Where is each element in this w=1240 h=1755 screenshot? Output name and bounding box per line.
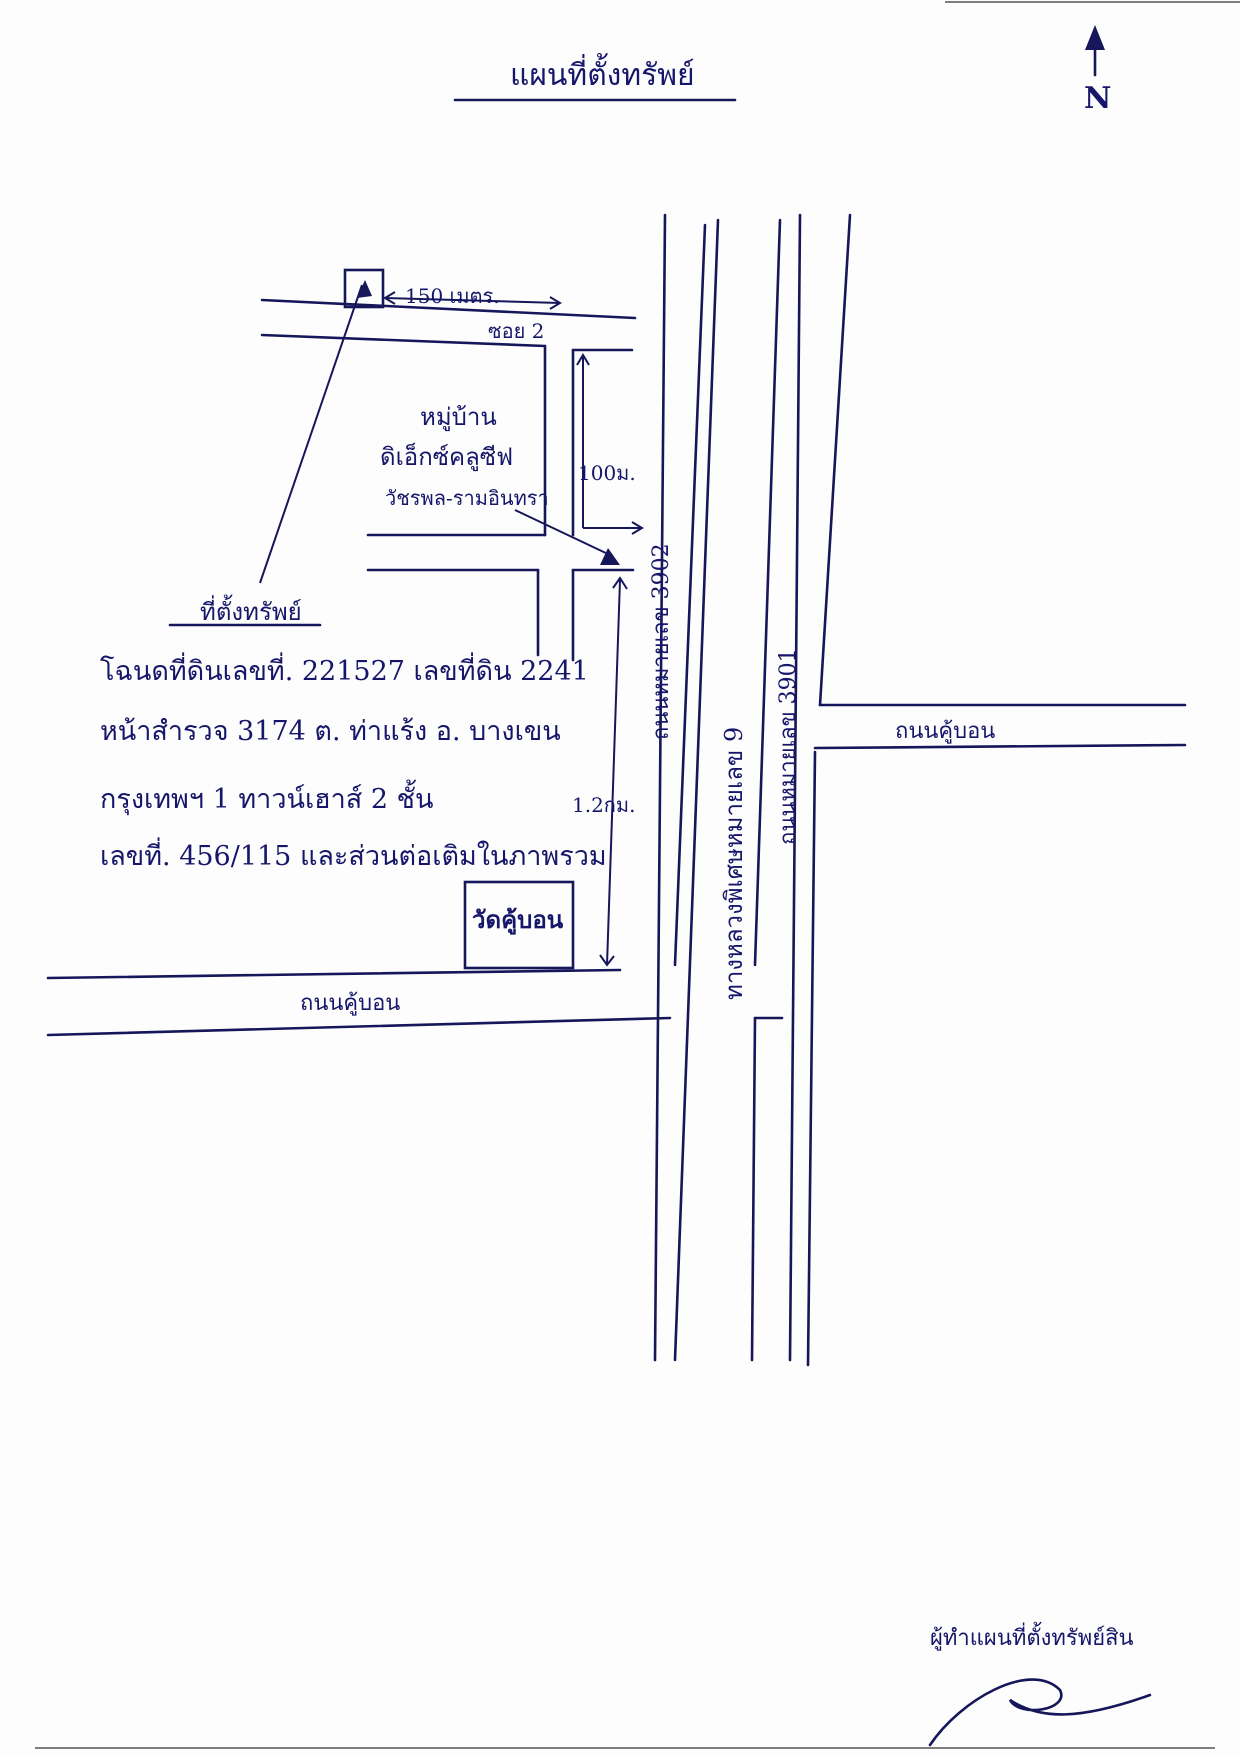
temple-box <box>463 880 575 970</box>
khubon-left-label: ถนนคู้บอน <box>300 991 400 1016</box>
map-title: แผนที่ตั้งทรัพย์ <box>510 53 695 93</box>
property-label: ที่ตั้งทรัพย์ <box>200 594 302 626</box>
khubon-left-south-edge <box>46 1016 672 1037</box>
note-line1: โฉนดที่ดินเลขที่. 221527 เลขที่ดิน 2241 <box>100 652 589 687</box>
road-3901-west-edge <box>788 213 802 1362</box>
road-3901-east-edge-lower <box>806 750 817 1367</box>
note-line3: กรุงเทพฯ 1 ทาวน์เฮาส์ 2 ชั้น <box>100 779 433 816</box>
distance-150-label: 150 เมตร. <box>405 284 500 308</box>
distance-1-2-top-head <box>612 576 628 590</box>
village-pointer-line <box>514 509 611 556</box>
village-name-line2: ดิเอ็กซ์คลูซีฟ <box>380 442 513 472</box>
village-name-line1: หมู่บ้าน <box>420 403 497 432</box>
distance-150-right-head <box>549 296 562 310</box>
khubon-right-south-edge <box>813 743 1187 750</box>
distance-100-label: 100ม. <box>578 461 636 485</box>
village-entrance-marker-icon <box>600 548 620 565</box>
road-3901-east-edge-upper <box>818 213 852 707</box>
property-marker-icon <box>357 280 372 298</box>
soi-label: ซอย 2 <box>488 319 544 343</box>
distance-150-arrow <box>384 297 561 304</box>
road-3902-label: ถนนหมายเลข 3902 <box>649 543 674 740</box>
khubon-right-label: ถนนคู้บอน <box>895 719 995 744</box>
road-3902-west-edge <box>653 213 667 1362</box>
distance-150-left-head <box>383 291 396 305</box>
distance-100-top-head <box>576 353 590 366</box>
signature-caption: ผู้ทำแผนที่ตั้งทรัพย์สิน <box>930 1622 1134 1651</box>
distance-1-2-label: 1.2กม. <box>572 793 635 817</box>
soi-2-road-south-edge <box>260 333 547 348</box>
distance-1-2-bottom-head <box>599 954 615 967</box>
property-box <box>343 268 385 309</box>
khubon-left-north-edge <box>46 968 622 980</box>
north-label: N <box>1084 81 1111 116</box>
village-name-line3: วัชรพล-รามอินทรา <box>385 486 549 510</box>
signature-mark <box>928 1678 1152 1747</box>
expressway-label: ทางหลวงพิเศษหมายเลข 9 <box>720 727 748 1000</box>
expressway-east-edge-lower <box>750 1016 757 1362</box>
north-arrow-icon: N <box>1084 25 1111 116</box>
note-line4: เลขที่. 456/115 และส่วนต่อเติมในภาพรวม <box>100 837 607 872</box>
soi-2-road-north-edge <box>260 298 637 320</box>
note-line2: หน้าสำรวจ 3174 ต. ท่าแร้ง อ. บางเขน <box>100 716 561 747</box>
road-3902-east-edge <box>673 223 707 967</box>
property-leader-line <box>259 284 363 584</box>
distance-1-2-line <box>606 579 621 966</box>
road-3901-label: ถนนหมายเลข 3901 <box>776 648 801 845</box>
temple-label: วัดคู้บอน <box>472 905 564 935</box>
expressway-east-edge-upper <box>753 218 782 967</box>
distance-100-right-head <box>631 521 644 535</box>
expressway-west-edge <box>673 218 720 1362</box>
